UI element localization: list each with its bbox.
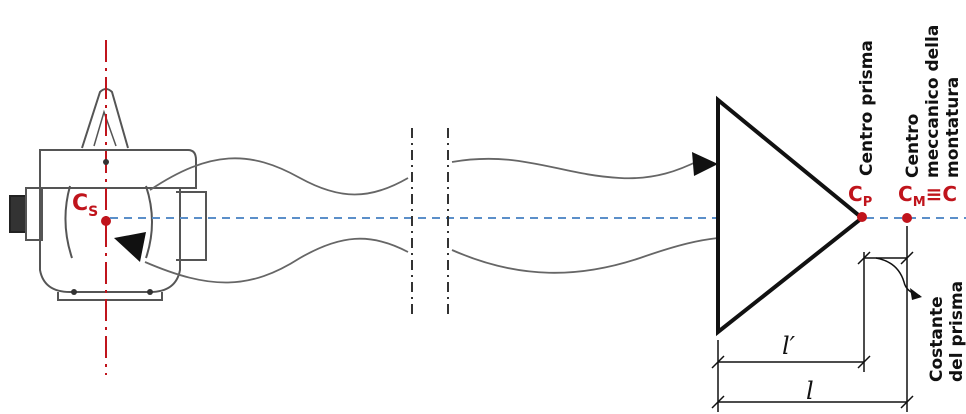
prism-triangle: [716, 95, 866, 337]
cp-point: [857, 212, 867, 222]
dim-l-prime-label: l′: [782, 332, 796, 360]
instrument-handle-inner: [93, 109, 117, 147]
instrument-telescope-box: [176, 191, 207, 261]
wave-left-lower: [144, 237, 409, 284]
signal-waves: [144, 157, 719, 284]
centro-meccanico-label-3: montatura: [943, 77, 963, 178]
outgoing-arrowhead: [692, 152, 718, 176]
cp-label: CP: [848, 182, 872, 210]
cs-label: CS: [72, 191, 98, 220]
centro-meccanico-label: Centro: [903, 114, 923, 178]
instrument-yoke: [39, 188, 181, 293]
instrument-base: [57, 292, 163, 301]
total-station-instrument: [9, 88, 207, 301]
dim-l-label: l: [806, 377, 814, 405]
wave-right-upper: [451, 157, 701, 180]
constant-leader: [875, 257, 921, 297]
cs-point: [101, 216, 111, 226]
instrument-side-knob: [9, 195, 27, 233]
costante-label-1: Costante: [927, 296, 947, 382]
costante-label-2: del prisma: [947, 281, 966, 382]
cm-point: [902, 213, 912, 223]
return-arrowhead: [114, 232, 146, 262]
dimension-lines: [711, 226, 921, 412]
centro-prisma-label: Centro prisma: [857, 40, 877, 176]
wave-right-lower: [451, 237, 719, 274]
centro-meccanico-label-2: meccanico della: [923, 25, 943, 178]
wave-left-upper: [149, 157, 409, 196]
instrument-telescope-circle: [64, 185, 153, 259]
instrument-upper-body: [39, 149, 197, 189]
cm-label: CM≡C: [898, 182, 957, 210]
